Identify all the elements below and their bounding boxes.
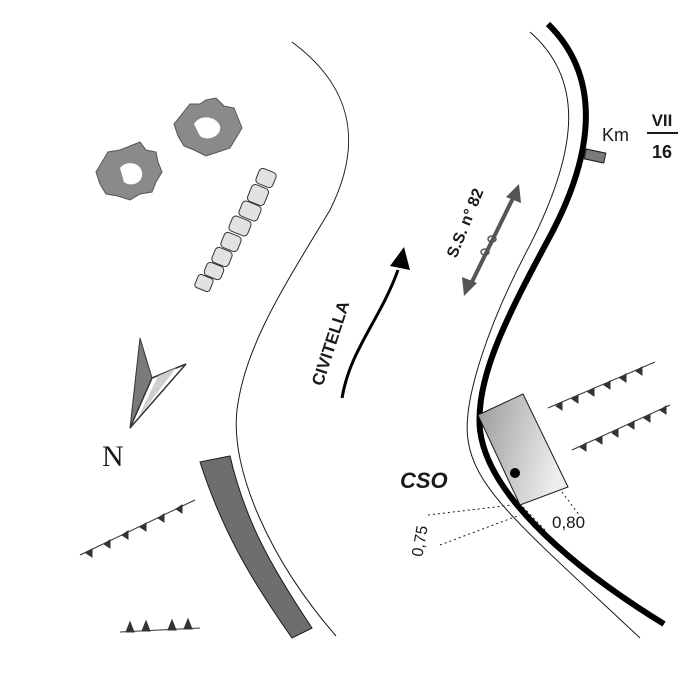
highway-direction-arrow <box>462 184 521 296</box>
site-label: CSO <box>400 468 448 493</box>
km-marker-post <box>583 148 607 164</box>
site-area <box>477 393 569 506</box>
slope-hatching-icon <box>79 361 671 633</box>
site-point <box>510 468 520 478</box>
road-arrowhead <box>390 247 410 270</box>
tree-icon <box>173 97 243 157</box>
km-prefix: Km <box>602 125 629 145</box>
road-edge-right <box>466 31 641 639</box>
road-direction-arrow <box>340 269 400 399</box>
north-label: N <box>102 440 124 473</box>
tree-icon <box>95 141 163 201</box>
dimension-lines <box>427 491 581 546</box>
rock-wall-icon <box>199 455 313 639</box>
highway-label-group: S.S. n° 82 <box>444 186 487 260</box>
road-edge-left <box>235 41 350 637</box>
highway-label: S.S. n° 82 <box>444 186 487 260</box>
highway-line <box>476 21 666 627</box>
dimension-right: 0,80 <box>552 513 585 532</box>
km-top: VII <box>652 111 673 130</box>
north-arrow-icon <box>129 337 187 429</box>
stone-row-icon <box>194 167 277 293</box>
dimension-left: 0,75 <box>409 524 431 558</box>
km-bottom: 16 <box>652 142 672 162</box>
